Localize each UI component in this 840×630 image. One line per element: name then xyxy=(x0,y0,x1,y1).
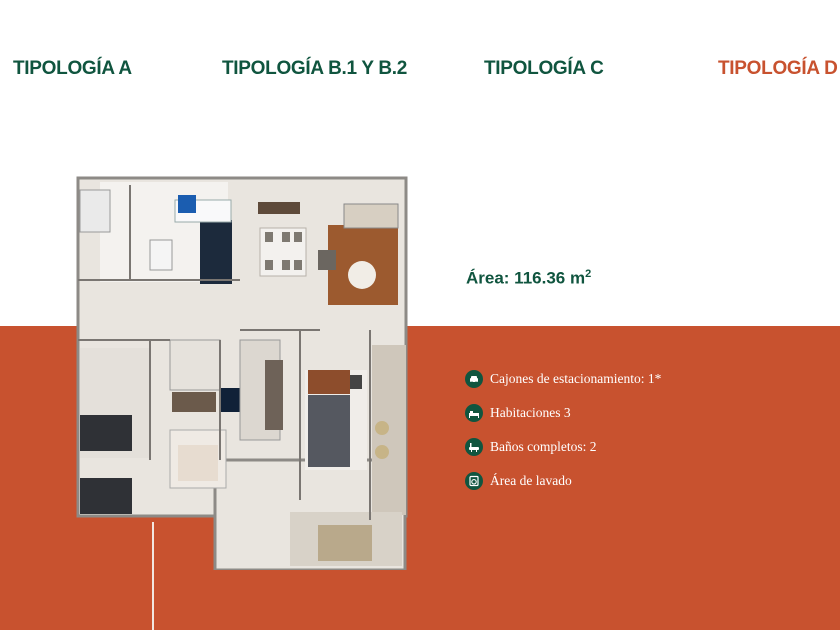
area-unit-exponent: 2 xyxy=(585,268,592,280)
tab-tipologia-a[interactable]: TIPOLOGÍA A xyxy=(13,58,132,79)
feature-bedrooms-text: Habitaciones 3 xyxy=(490,405,571,420)
feature-bathrooms: Baños completos: 2 xyxy=(465,430,661,464)
feature-bathrooms-text: Baños completos: 2 xyxy=(490,439,597,454)
area-label: Área: 116.36 m2 xyxy=(466,268,591,289)
feature-laundry: Área de lavado xyxy=(465,464,661,498)
tab-tipologia-b[interactable]: TIPOLOGÍA B.1 Y B.2 xyxy=(222,58,408,79)
bed-icon xyxy=(465,404,483,422)
typology-tabs: TIPOLOGÍA A TIPOLOGÍA B.1 Y B.2 TIPOLOGÍ… xyxy=(0,0,840,100)
bath-icon xyxy=(465,438,483,456)
feature-bedrooms: Habitaciones 3 xyxy=(465,396,661,430)
feature-laundry-text: Área de lavado xyxy=(490,473,572,488)
feature-parking: Cajones de estacionamiento: 1* xyxy=(465,362,661,396)
floorplan-image xyxy=(76,176,408,570)
tab-tipologia-c[interactable]: TIPOLOGÍA C xyxy=(484,58,604,79)
area-text: Área: 116.36 m xyxy=(466,268,586,288)
car-icon xyxy=(465,370,483,388)
floorplan-stem-line xyxy=(152,522,154,630)
tab-tipologia-d[interactable]: TIPOLOGÍA D xyxy=(718,58,838,79)
washer-icon xyxy=(465,472,483,490)
feature-parking-text: Cajones de estacionamiento: 1* xyxy=(490,371,662,386)
feature-list: Cajones de estacionamiento: 1* Habitacio… xyxy=(465,362,661,498)
